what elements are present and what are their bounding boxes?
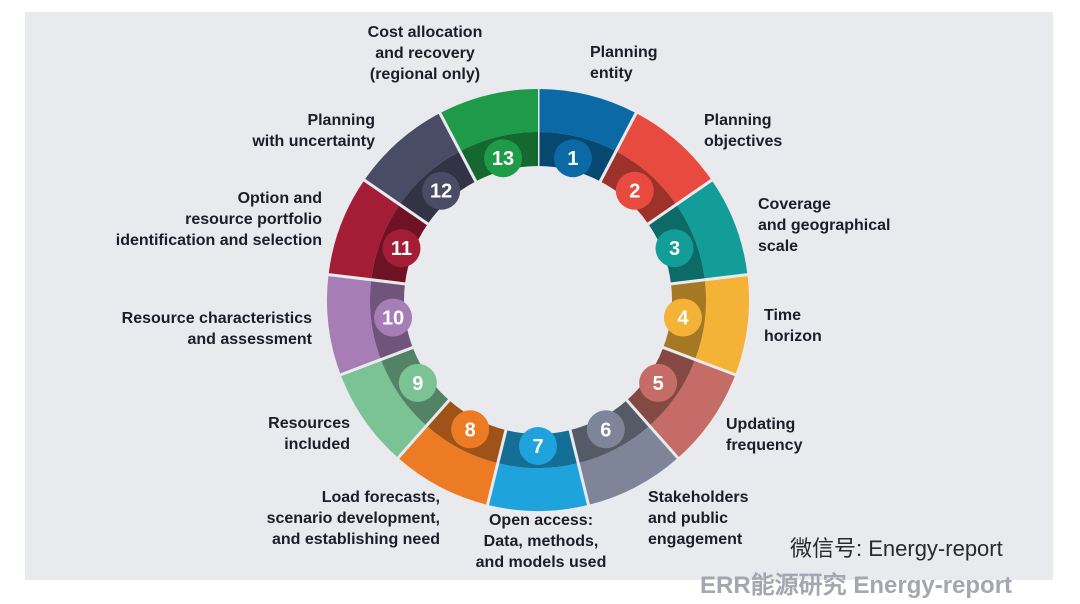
number-text: 13: [492, 148, 514, 170]
number-badge: [382, 229, 421, 268]
number-text: 5: [653, 373, 664, 395]
label-1: Planning entity: [590, 44, 658, 82]
segment-divider: [660, 345, 738, 377]
segment-divider: [668, 272, 750, 286]
label-13: Cost allocation and recovery (regional o…: [367, 24, 483, 83]
label-5: Updating frequency: [726, 416, 803, 454]
watermark-text: 微信号: Energy-report: [790, 536, 1003, 561]
label-9: Resources included: [268, 415, 350, 453]
wheel-segment-5: 5: [626, 345, 738, 458]
number-text: 10: [382, 308, 404, 330]
segment-outer-band: [538, 89, 637, 152]
segment-divider: [361, 177, 431, 227]
segment-divider: [568, 427, 591, 508]
number-text: 7: [532, 436, 543, 458]
number-badge: [398, 363, 437, 402]
segment-outer-band: [578, 425, 678, 505]
number-badge: [519, 427, 557, 465]
segment-divider: [598, 110, 639, 184]
wheel-segment-7: 7: [487, 427, 591, 511]
wheel-segment-10: 10: [327, 274, 416, 377]
segment-outer-band: [695, 274, 749, 375]
number-badge: [374, 298, 413, 337]
wheel-segment-9: 9: [340, 347, 452, 461]
wheel-segment-2: 2: [598, 110, 712, 224]
number-badge: [586, 410, 625, 449]
segment-divider: [437, 110, 478, 184]
segment-outer-band: [676, 180, 748, 280]
segment-divider: [338, 345, 416, 377]
number-text: 11: [391, 238, 412, 260]
number-text: 9: [412, 373, 423, 395]
number-badge: [639, 363, 678, 402]
wheel-segment-8: 8: [398, 400, 508, 508]
wheel-segment-6: 6: [570, 397, 681, 505]
segment-outer-band: [487, 463, 589, 511]
label-6: Stakeholders and public engagement: [648, 489, 749, 548]
label-2: Planning objectives: [704, 112, 783, 150]
number-text: 4: [677, 308, 689, 330]
wheel-segment-1: 1: [536, 87, 637, 182]
wheel-segment-11: 11: [326, 180, 428, 286]
segment-divider: [395, 397, 452, 461]
watermark-overlay: ERR能源研究 Energy-report: [700, 572, 1013, 599]
number-badge: [451, 410, 490, 449]
segment-outer-band: [340, 359, 427, 458]
wheel-segment-13: 13: [437, 89, 538, 184]
number-text: 3: [669, 238, 680, 260]
number-text: 2: [629, 181, 640, 203]
segment-outer-band: [649, 359, 736, 458]
segment-outer-band: [616, 113, 712, 205]
number-text: 1: [567, 148, 578, 170]
number-badge: [484, 139, 523, 178]
label-7: Open access: Data, methods, and models u…: [475, 512, 607, 571]
segment-outer-band: [439, 89, 538, 152]
number-badge: [553, 139, 592, 178]
number-badge: [655, 229, 694, 268]
number-text: 6: [600, 419, 611, 441]
label-10: Resource characteristics and assessment: [121, 310, 312, 348]
segment-divider: [326, 272, 408, 286]
label-4: Time horizon: [764, 307, 822, 345]
wheel-segment-3: 3: [645, 177, 748, 284]
number-badge: [422, 171, 461, 210]
segment-outer-band: [364, 113, 460, 205]
number-badge: [615, 171, 654, 210]
label-12: Planning with uncertainty: [252, 112, 375, 150]
label-8: Load forecasts, scenario development, an…: [266, 489, 440, 548]
segment-divider: [624, 397, 681, 461]
segment-outer-band: [328, 180, 400, 280]
number-text: 8: [465, 419, 476, 441]
number-text: 12: [430, 181, 452, 203]
number-badge: [663, 298, 702, 337]
wheel-segment-4: 4: [663, 272, 750, 375]
wheel-segment-12: 12: [361, 113, 476, 227]
label-11: Option and resource portfolio identifica…: [115, 190, 322, 249]
segment-divider: [645, 177, 715, 227]
segment-divider: [485, 427, 508, 508]
label-3: Coverage and geographical scale: [758, 196, 891, 255]
segment-outer-band: [327, 274, 381, 375]
segment-outer-band: [398, 425, 498, 505]
